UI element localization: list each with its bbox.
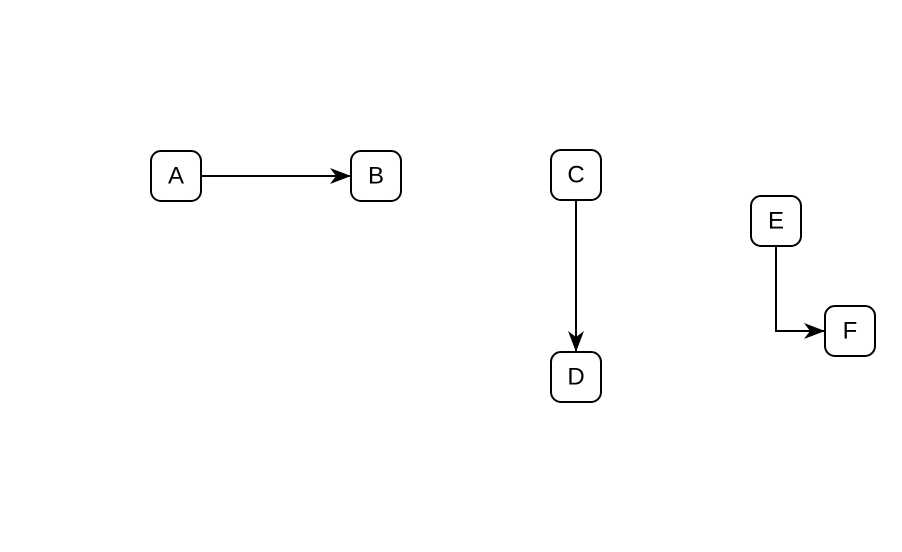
node-E-box[interactable] (750, 195, 802, 247)
node-E-label: E (768, 208, 784, 235)
node-A[interactable]: A (150, 150, 202, 202)
node-C-box[interactable] (550, 149, 602, 201)
node-D-box[interactable] (550, 351, 602, 403)
node-B[interactable]: B (350, 150, 402, 202)
edges-layer (201, 168, 825, 352)
node-F[interactable]: F (824, 305, 876, 357)
node-F-box[interactable] (824, 305, 876, 357)
edge-E-F[interactable] (775, 246, 825, 339)
node-F-label: F (843, 318, 858, 345)
node-B-box[interactable] (350, 150, 402, 202)
node-D[interactable]: D (550, 351, 602, 403)
node-B-label: B (368, 163, 384, 190)
node-E[interactable]: E (750, 195, 802, 247)
nodes-layer: A B C D E F (150, 149, 876, 403)
node-C[interactable]: C (550, 149, 602, 201)
node-D-label: D (567, 364, 584, 391)
node-C-label: C (567, 162, 584, 189)
node-A-label: A (168, 163, 184, 190)
node-A-box[interactable] (150, 150, 202, 202)
